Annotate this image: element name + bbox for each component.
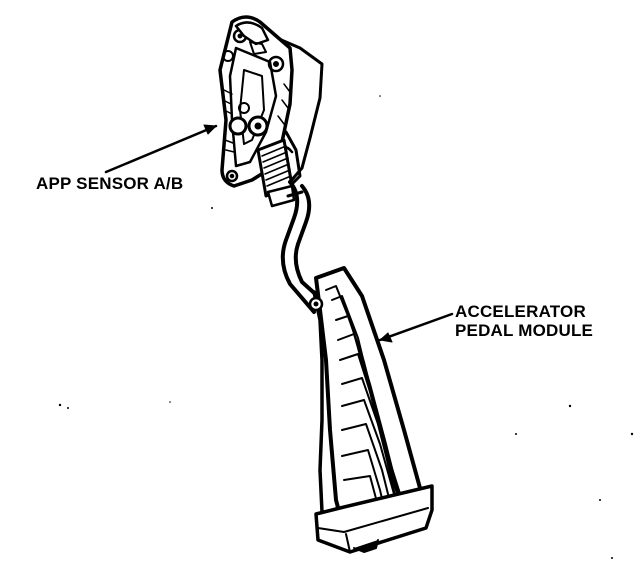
connector <box>256 138 296 208</box>
pedal-module-label-line2: PEDAL MODULE <box>455 321 594 340</box>
scan-speckles <box>58 95 634 559</box>
pedal-pad <box>308 266 434 554</box>
leader-lines <box>104 124 454 343</box>
accelerator-pedal-module-label: ACCELERATOR PEDAL MODULE <box>455 302 593 340</box>
app-sensor-label: APP SENSOR A/B <box>36 174 184 193</box>
pedal-module-label-line1: ACCELERATOR <box>455 302 586 321</box>
pedal-arm <box>280 180 324 314</box>
